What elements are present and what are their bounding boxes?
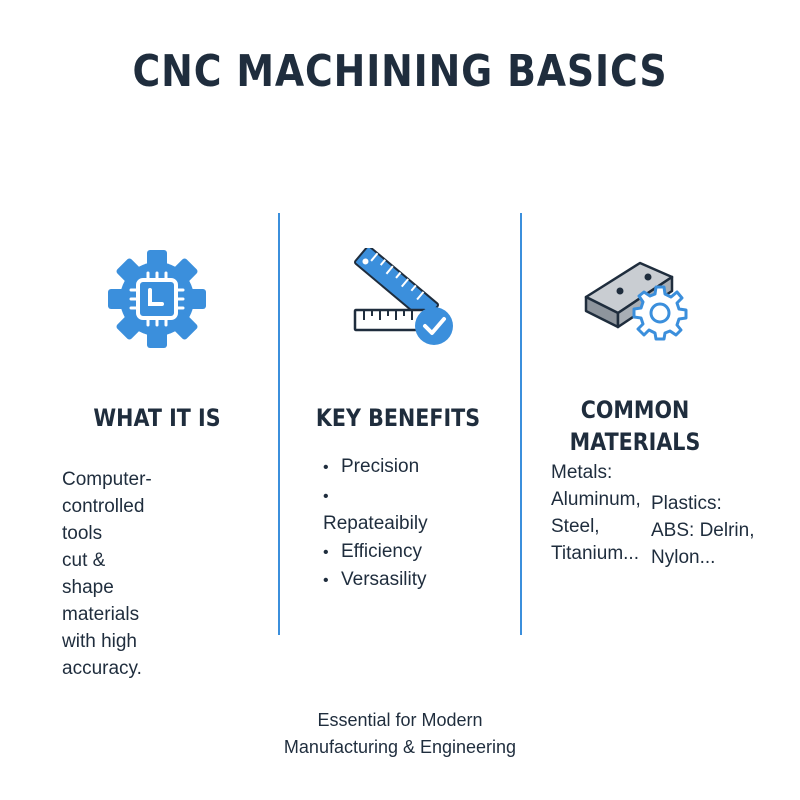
footer-tagline: Essential for Modern Manufacturing & Eng… xyxy=(0,707,800,761)
heading-line: MATERIALS xyxy=(569,428,701,456)
common-materials-heading: COMMON MATERIALS xyxy=(549,394,721,458)
footer-line: Manufacturing & Engineering xyxy=(283,737,517,757)
description-line: Computer-controlled tools xyxy=(62,469,152,544)
metals-line: Aluminum, xyxy=(551,489,641,510)
list-item: Repateaibily xyxy=(323,482,428,538)
heading-line: COMMON xyxy=(580,396,690,424)
key-benefits-heading: KEY BENEFITS xyxy=(315,404,481,432)
what-it-is-heading: WHAT IT IS xyxy=(93,404,221,432)
metals-line: Metals: xyxy=(551,462,613,483)
benefits-list: Precision Repateaibily Efficiency Versas… xyxy=(323,453,428,595)
footer-line: Essential for Modern xyxy=(317,710,483,730)
description-line: with high accuracy. xyxy=(62,631,142,679)
plastics-line: Plastics: xyxy=(651,493,722,514)
list-item: Efficiency xyxy=(323,538,428,567)
metals-line: Titanium... xyxy=(551,543,639,564)
list-item: Precision xyxy=(323,453,428,482)
list-item: Versasility xyxy=(323,566,428,595)
gear-chip-icon xyxy=(106,248,208,355)
plastics-line: ABS: Delrin, xyxy=(651,520,755,541)
plastics-list: Plastics: ABS: Delrin, Nylon... xyxy=(651,490,754,571)
ruler-check-icon xyxy=(352,245,456,353)
metal-bar-gear-icon xyxy=(582,255,690,350)
column-divider-left xyxy=(278,213,280,635)
plastics-line: Nylon... xyxy=(651,547,716,568)
column-divider-right xyxy=(520,213,522,635)
what-it-is-description: Computer-controlled tools cut & shape ma… xyxy=(62,466,152,682)
metals-line: Steel, xyxy=(551,516,600,537)
description-line: cut & shape materials xyxy=(62,550,140,625)
page-title: CNC MACHINING BASICS xyxy=(132,46,668,97)
metals-list: Metals: Aluminum, Steel, Titanium... xyxy=(551,459,641,567)
